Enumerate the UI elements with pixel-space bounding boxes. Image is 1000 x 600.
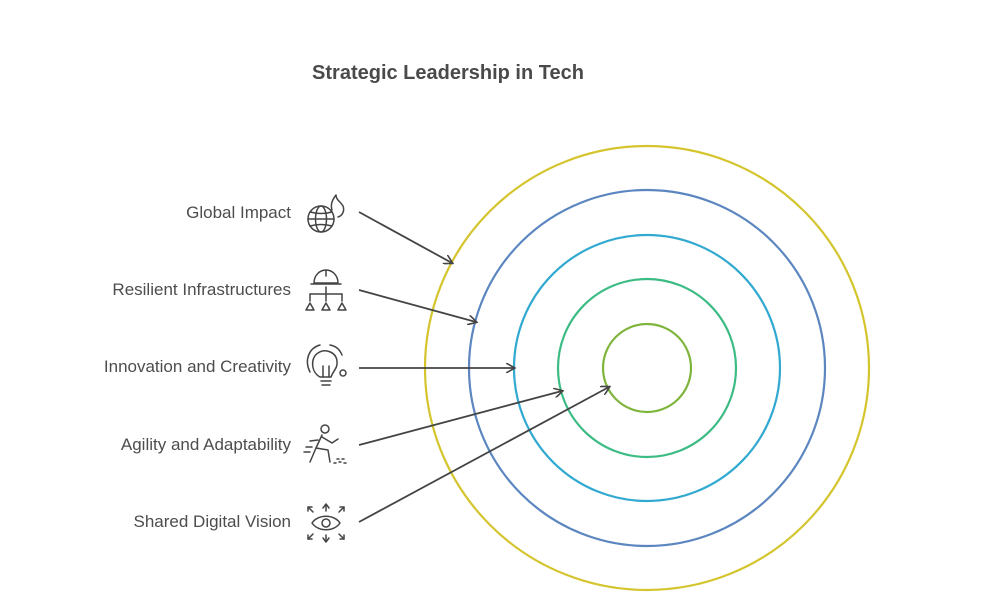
ring-shared-digital-vision bbox=[601, 322, 693, 414]
globe-fire-icon bbox=[307, 194, 345, 233]
arrow-shared-digital-vision bbox=[358, 387, 609, 523]
label-shared-digital-vision: Shared Digital Vision bbox=[133, 512, 292, 531]
running-person-icon bbox=[303, 424, 347, 464]
label-resilient-infrastructures: Resilient Infrastructures bbox=[112, 280, 291, 299]
hardhat-network-icon bbox=[305, 269, 347, 311]
label-agility-adaptability: Agility and Adaptability bbox=[120, 435, 291, 454]
arrow-agility-adaptability bbox=[358, 391, 562, 446]
arrow-global-impact bbox=[358, 211, 452, 263]
arrow-resilient-infrastructures bbox=[358, 289, 476, 322]
ring-innovation-creativity bbox=[512, 233, 782, 503]
diagram-title: Strategic Leadership in Tech bbox=[312, 62, 584, 84]
lightbulb-icon bbox=[306, 344, 347, 386]
eye-arrows-icon bbox=[307, 503, 345, 543]
ring-resilient-infrastructures bbox=[467, 188, 827, 548]
label-global-impact: Global Impact bbox=[186, 203, 291, 222]
ring-agility-adaptability bbox=[556, 277, 738, 459]
label-innovation-creativity: Innovation and Creativity bbox=[103, 357, 291, 376]
